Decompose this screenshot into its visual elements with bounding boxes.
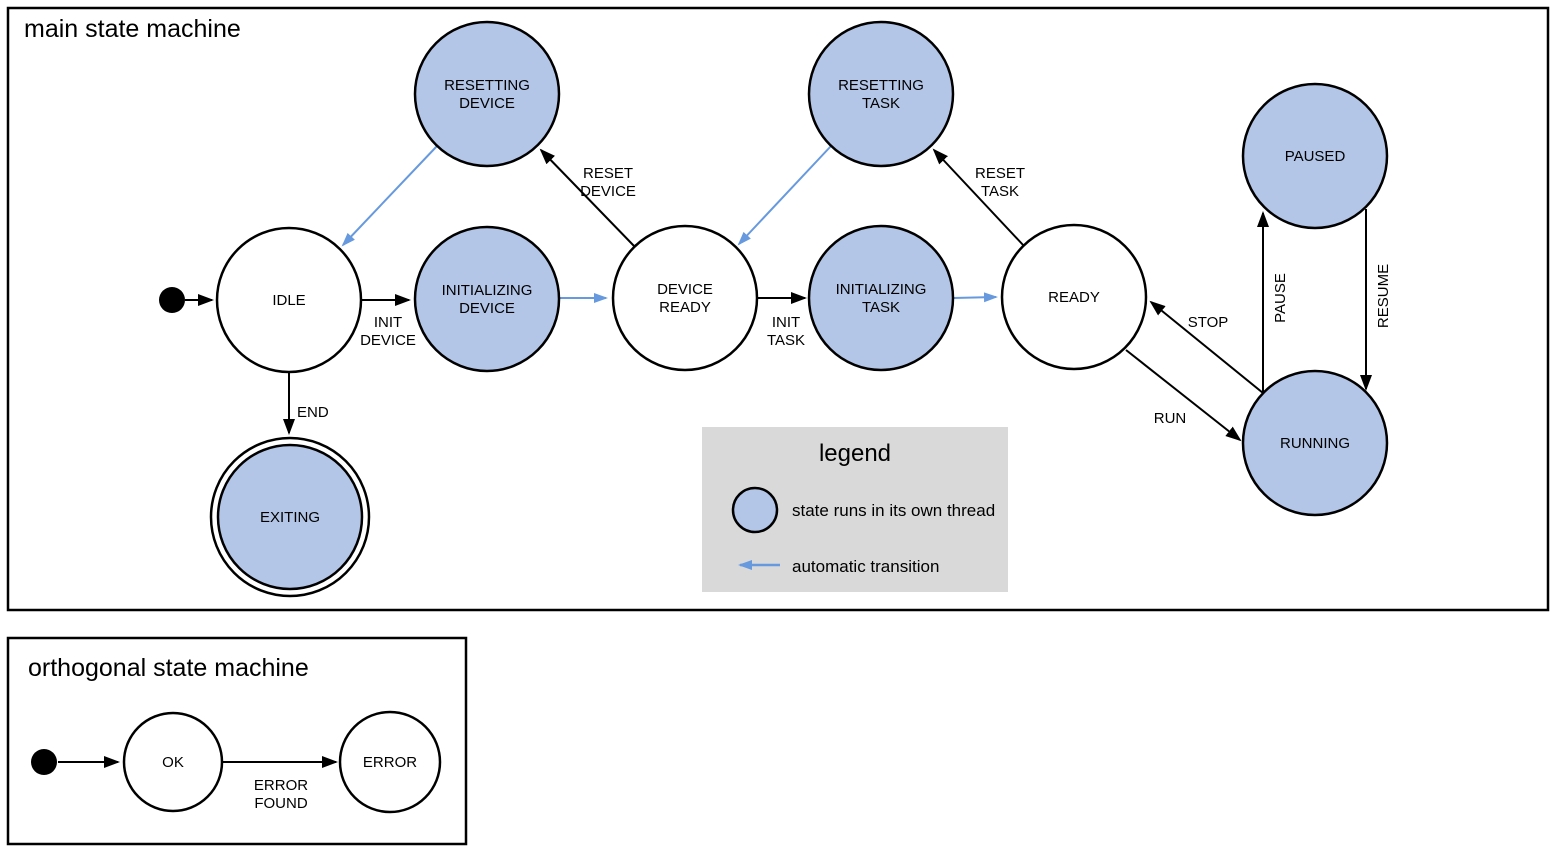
initial-state-dot [159, 287, 185, 313]
transition-init-device-label-line2: DEVICE [360, 332, 416, 349]
transition-run-label: RUN [1154, 410, 1187, 427]
transition-reset-task-arrow [932, 148, 1025, 247]
legend-thread-label: state runs in its own thread [792, 501, 995, 520]
transition-reset-device-arrow [539, 148, 636, 248]
state-initializing-device-label-line2: DEVICE [459, 300, 515, 317]
state-device-ready-label-line2: READY [659, 299, 711, 316]
state-resetting-task-label-line2: TASK [862, 95, 900, 112]
state-resetting-task-circle [807, 20, 955, 168]
legend-box: legend state runs in its own thread auto… [702, 427, 1008, 592]
transition-error-found-label-line2: FOUND [254, 795, 307, 812]
state-device-ready-label-line1: DEVICE [657, 281, 713, 298]
transition-init-task-label-line1: INIT [772, 314, 800, 331]
orthogonal-panel-title: orthogonal state machine [28, 654, 309, 682]
state-error-label: ERROR [363, 754, 417, 771]
state-resetting-task-label-line1: RESETTING [838, 77, 924, 94]
transition-reset-device-label-line1: RESET [583, 165, 633, 182]
final-state-exiting: EXITING [209, 436, 371, 598]
orthogonal-state-machine-panel: orthogonal state machine ERROR FOUND OK … [6, 636, 468, 846]
transition-stop-label: STOP [1188, 314, 1229, 331]
state-initializing-device-circle [413, 225, 561, 373]
legend-auto-label: automatic transition [792, 557, 939, 576]
state-device-ready-circle [611, 224, 759, 372]
transition-end-label: END [297, 404, 329, 421]
state-running-label: RUNNING [1280, 435, 1350, 452]
state-running-circle [1241, 369, 1389, 517]
transition-reset-task-label-line2: TASK [981, 183, 1019, 200]
state-idle-label: IDLE [272, 292, 305, 309]
state-resetting-device-circle [413, 20, 561, 168]
state-ready-circle [1000, 223, 1148, 371]
legend-title: legend [819, 440, 891, 467]
transition-init-device-label-line1: INIT [374, 314, 402, 331]
transition-init-task-label-line2: TASK [767, 332, 805, 349]
state-initializing-task-circle [807, 224, 955, 372]
auto-transition-resetting-device-to-idle-arrow [341, 145, 438, 247]
state-exiting-label: EXITING [260, 509, 320, 526]
auto-transition-initializing-task-to-ready-arrow [952, 292, 998, 303]
transition-error-found-label-line1: ERROR [254, 777, 308, 794]
transition-pause-label: PAUSE [1272, 273, 1289, 323]
transition-reset-task-label-line1: RESET [975, 165, 1025, 182]
main-panel-title: main state machine [24, 15, 241, 43]
state-paused-label: PAUSED [1285, 148, 1346, 165]
transition-stop-arrow [1149, 300, 1264, 394]
state-paused-circle [1241, 82, 1389, 230]
state-resetting-device-label-line1: RESETTING [444, 77, 530, 94]
transition-reset-device-label-line2: DEVICE [580, 183, 636, 200]
state-ok-label: OK [162, 754, 184, 771]
main-state-machine-panel: main state machine INIT DEVICE RESET DEV… [6, 6, 1550, 612]
transition-resume-label: RESUME [1375, 264, 1392, 328]
state-initializing-task-label-line1: INITIALIZING [836, 281, 927, 298]
initial-state-dot [31, 749, 57, 775]
state-idle-circle [215, 226, 363, 374]
state-initializing-device-label-line1: INITIALIZING [442, 282, 533, 299]
auto-transition-resetting-task-to-device-ready-arrow [737, 145, 832, 246]
state-error-circle [338, 710, 442, 814]
legend-thread-state-icon [731, 486, 779, 534]
state-resetting-device-label-line2: DEVICE [459, 95, 515, 112]
state-initializing-task-label-line2: TASK [862, 299, 900, 316]
state-exiting-circle [216, 443, 364, 591]
state-ready-label: READY [1048, 289, 1100, 306]
transition-run-arrow [1125, 349, 1242, 442]
state-ok-circle [122, 711, 224, 813]
